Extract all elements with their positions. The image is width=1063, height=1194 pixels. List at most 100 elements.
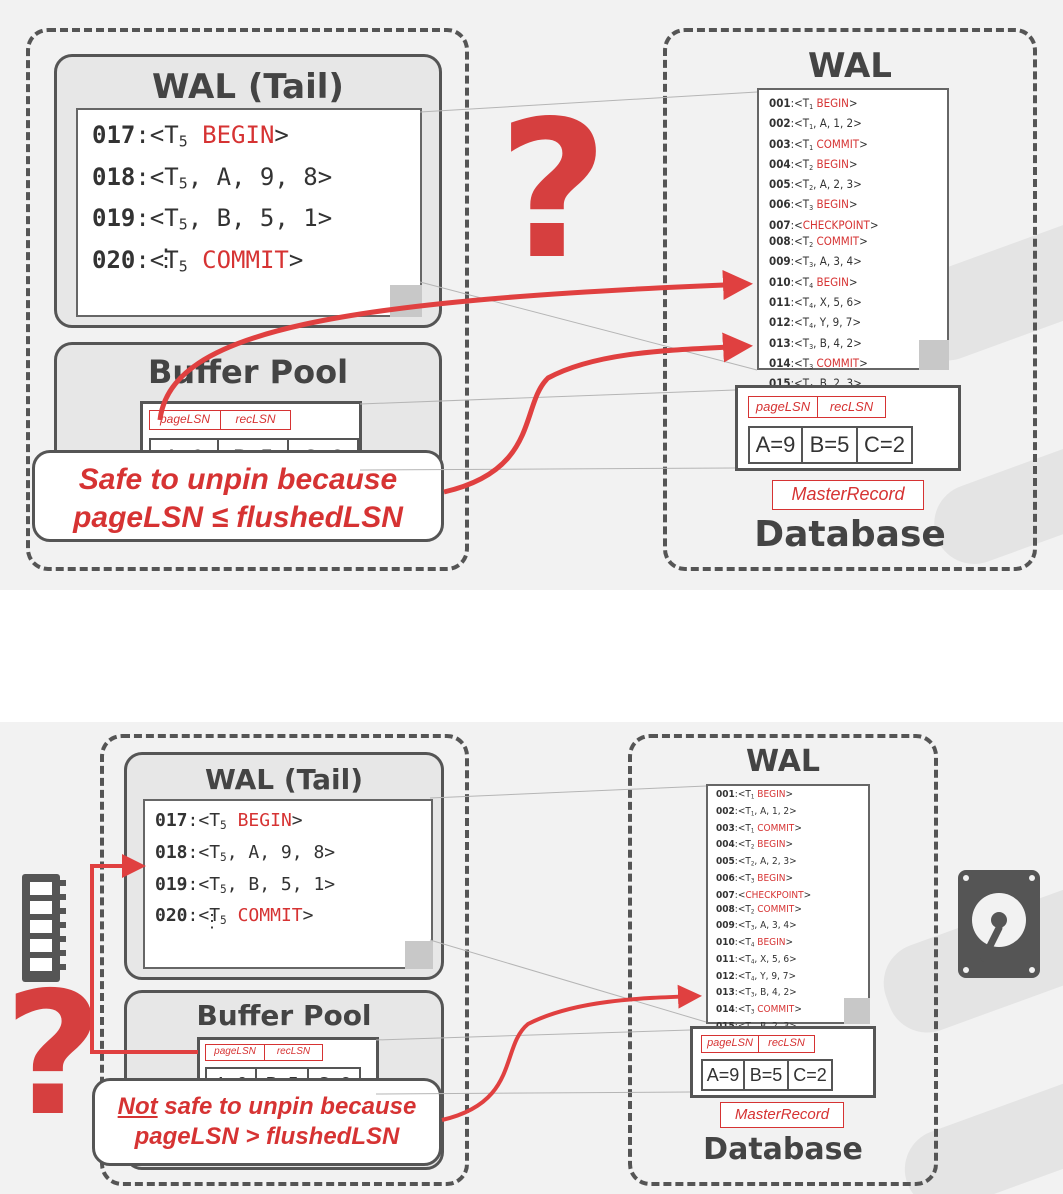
log-record: 003:<T1 COMMIT> bbox=[769, 136, 879, 156]
log-record: 018:<T5, A, 9, 8> bbox=[155, 839, 335, 871]
txn-id: 5 bbox=[178, 216, 188, 235]
connector-layer bbox=[90, 785, 707, 1122]
log-record-lsn: 014 bbox=[716, 1004, 735, 1016]
log-record-keyword: CHECKPOINT bbox=[802, 217, 870, 232]
log-record-end: > bbox=[291, 810, 303, 831]
disk-rec-lsn-label: recLSN bbox=[758, 1036, 814, 1052]
txn-id: 4 bbox=[750, 975, 755, 983]
wal-tail-box: WAL (Tail) 017:<T5 BEGIN>018:<T5, A, 9, … bbox=[124, 752, 444, 980]
txn-id: 1 bbox=[750, 793, 755, 801]
log-record-lsn: 005 bbox=[769, 177, 791, 192]
log-record-keyword: BEGIN bbox=[816, 274, 849, 289]
disk-page-cells: A=9 B=5 C=2 bbox=[701, 1059, 833, 1091]
master-record: MasterRecord bbox=[772, 480, 924, 510]
arrow-to-wal-012 bbox=[157, 269, 753, 421]
log-record: 013:<T3, B, 4, 2> bbox=[716, 986, 811, 1003]
callout-line-2: pageLSN > flushedLSN bbox=[134, 1123, 400, 1150]
guide-line bbox=[419, 91, 758, 113]
log-record: 010:<T4 BEGIN> bbox=[716, 936, 811, 953]
unpin-callout: Safe to unpin because pageLSN ≤ flushedL… bbox=[32, 450, 444, 542]
log-record: 009:<T3, A, 3, 4> bbox=[769, 253, 879, 273]
log-record-end: > bbox=[785, 872, 794, 884]
wal-tail-records: 017:<T5 BEGIN>018:<T5, A, 9, 8>019:<T5, … bbox=[155, 807, 335, 934]
log-record: 012:<T4, Y, 9, 7> bbox=[769, 314, 879, 334]
txn-id: 3 bbox=[809, 341, 814, 351]
log-record-body: , X, 5, 6> bbox=[754, 953, 797, 965]
guide-line bbox=[429, 785, 707, 799]
log-record: 009:<T3, A, 3, 4> bbox=[716, 919, 811, 936]
guide-line bbox=[375, 1029, 691, 1041]
disk-page: pageLSN recLSN A=9 B=5 C=2 bbox=[735, 385, 961, 471]
log-record-lsn: 010 bbox=[769, 274, 791, 289]
memory-icon bbox=[22, 874, 68, 982]
log-record-lsn: 012 bbox=[769, 315, 791, 330]
callout-line-2: pageLSN ≤ flushedLSN bbox=[73, 501, 403, 534]
log-record: 011:<T4, X, 5, 6> bbox=[716, 953, 811, 970]
log-record-prefix: :<T bbox=[790, 136, 810, 151]
log-record-end: > bbox=[848, 156, 858, 171]
log-record: 014:<T3 COMMIT> bbox=[716, 1003, 811, 1020]
log-record-prefix: :<T bbox=[790, 315, 810, 330]
txn-id: 4 bbox=[809, 280, 814, 290]
log-record-keyword: BEGIN bbox=[816, 197, 849, 212]
log-record-lsn: 017 bbox=[92, 121, 136, 149]
log-record-body: , A, 1, 2> bbox=[754, 805, 797, 817]
master-record: MasterRecord bbox=[720, 1102, 844, 1128]
log-record-prefix: :<T bbox=[135, 121, 179, 149]
log-record-keyword: BEGIN bbox=[816, 96, 849, 110]
log-record-end: > bbox=[869, 217, 879, 232]
log-record-keyword: COMMIT bbox=[202, 246, 289, 275]
txn-id: 5 bbox=[178, 257, 188, 276]
question-mark: ? bbox=[4, 956, 103, 1154]
wal-tail-records: 017:<T5 BEGIN>018:<T5, A, 9, 8>019:<T5, … bbox=[92, 118, 332, 285]
log-record-prefix: :<T bbox=[734, 789, 751, 800]
disk-cell-c: C=2 bbox=[858, 426, 913, 464]
log-record-prefix: :<T bbox=[734, 872, 751, 884]
log-record-end: > bbox=[848, 96, 858, 110]
page-lsn-label: pageLSN bbox=[159, 412, 211, 426]
log-record-lsn: 005 bbox=[716, 856, 735, 867]
wal-tail-page: 017:<T5 BEGIN>018:<T5, A, 9, 8>019:<T5, … bbox=[143, 799, 433, 969]
log-record-lsn: 006 bbox=[716, 872, 735, 884]
guide-line bbox=[419, 281, 758, 371]
log-record-lsn: 006 bbox=[769, 197, 791, 212]
log-record-lsn: 017 bbox=[155, 810, 188, 831]
arrow-to-wal-016 bbox=[443, 332, 753, 495]
buffer-pool-title: Buffer Pool bbox=[147, 353, 349, 391]
txn-id: 3 bbox=[750, 992, 755, 999]
log-record-prefix: :<T bbox=[734, 856, 751, 867]
txn-id: 2 bbox=[750, 908, 755, 916]
log-record: 017:<T5 BEGIN> bbox=[92, 118, 332, 160]
log-record-body: , B, 5, 1> bbox=[187, 204, 333, 233]
disk-page-lsn-row: pageLSN recLSN bbox=[748, 396, 886, 418]
log-record-prefix: :<T bbox=[135, 204, 179, 233]
log-record: 002:<T1, A, 1, 2> bbox=[769, 115, 879, 135]
log-record-lsn: 002 bbox=[769, 116, 791, 131]
log-record-prefix: :<T bbox=[734, 920, 751, 932]
disk-cell-b: B=5 bbox=[803, 426, 858, 464]
log-record-prefix: :<T bbox=[790, 156, 810, 171]
log-record: 007:<CHECKPOINT> bbox=[769, 217, 879, 234]
question-mark: ? bbox=[498, 80, 609, 301]
log-record-prefix: :<T bbox=[790, 177, 810, 192]
log-record-keyword: BEGIN bbox=[237, 810, 292, 831]
log-record-lsn: 007 bbox=[769, 217, 791, 232]
log-record: 020:<T5 COMMIT> bbox=[92, 243, 332, 285]
disk-page-lsn-label: pageLSN bbox=[755, 399, 811, 414]
txn-id: 1 bbox=[750, 810, 755, 818]
log-record-keyword: BEGIN bbox=[202, 121, 275, 149]
txn-id: 4 bbox=[809, 321, 814, 331]
log-record-body: , B, 4, 2> bbox=[754, 987, 797, 999]
txn-id: 2 bbox=[809, 182, 814, 192]
log-record: 019:<T5, B, 5, 1> bbox=[155, 871, 335, 903]
log-record-end: > bbox=[803, 889, 812, 901]
log-record: 006:<T3 BEGIN> bbox=[769, 196, 879, 216]
log-record-keyword: COMMIT bbox=[816, 234, 860, 249]
log-record-keyword: COMMIT bbox=[757, 822, 795, 834]
txn-id: 3 bbox=[809, 260, 814, 270]
log-record: 008:<T2 COMMIT> bbox=[769, 233, 879, 253]
scenario-unsafe-panel: WAL (Tail) 017:<T5 BEGIN>018:<T5, A, 9, … bbox=[0, 722, 1063, 1194]
log-record-end: > bbox=[302, 905, 314, 927]
log-record-lsn: 018 bbox=[155, 841, 188, 863]
wal-tail-page: 017:<T5 BEGIN>018:<T5, A, 9, 8>019:<T5, … bbox=[76, 108, 422, 317]
